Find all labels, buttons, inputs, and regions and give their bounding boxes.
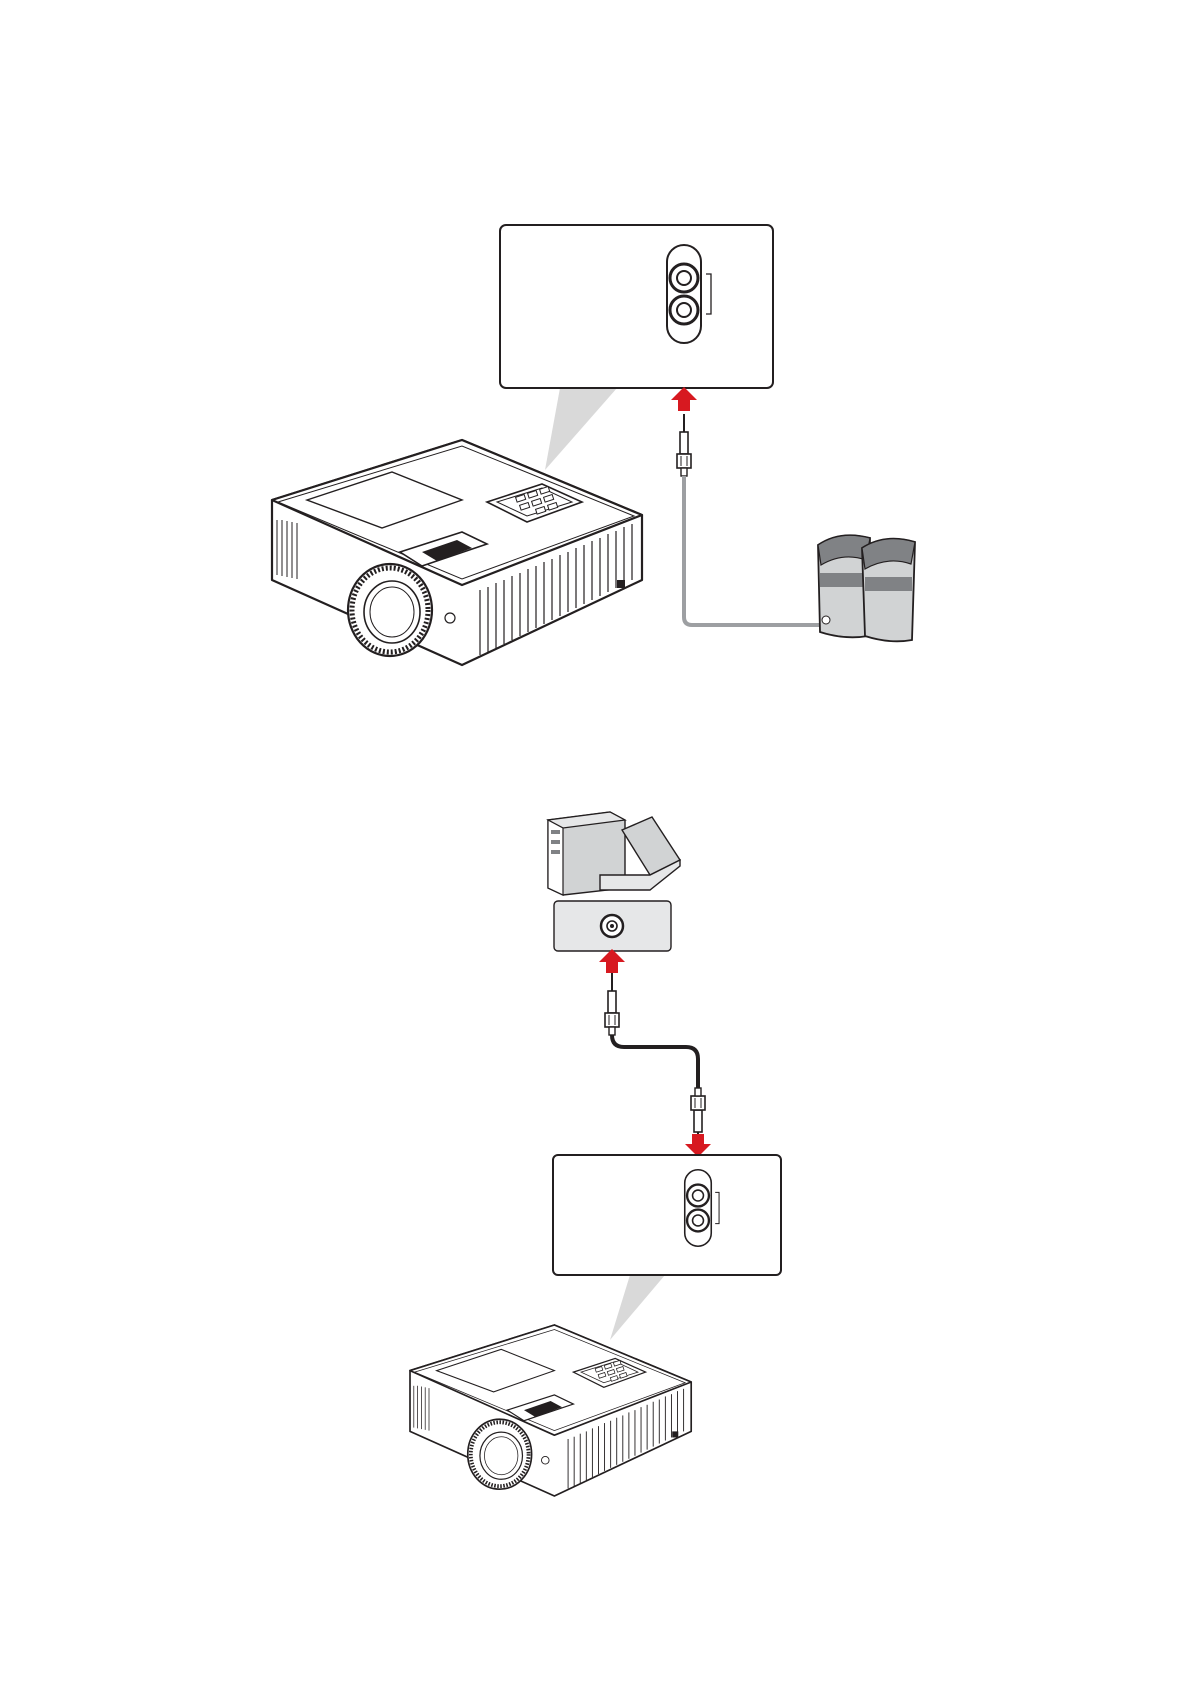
projector-icon <box>272 440 642 665</box>
audio-out-jack-icon <box>601 915 623 937</box>
arrow-down-shape <box>685 1134 711 1157</box>
rear-panel-callout <box>500 225 773 388</box>
audio-cable <box>684 476 820 625</box>
audio-plug-icon <box>605 973 619 1035</box>
callout-wedge <box>545 388 617 470</box>
audio-cable <box>612 1035 698 1090</box>
arrow-up-icon <box>599 949 625 973</box>
projector-icon <box>410 1325 691 1496</box>
rear-panel-callout <box>553 1155 781 1275</box>
speakers-icon <box>818 535 915 641</box>
diagram-speakers <box>272 225 915 665</box>
computer-icon <box>548 812 680 895</box>
diagram-computer <box>410 812 781 1496</box>
callout-wedge <box>610 1275 665 1340</box>
arrow-up-icon <box>671 387 697 411</box>
audio-plug-icon <box>677 414 691 476</box>
